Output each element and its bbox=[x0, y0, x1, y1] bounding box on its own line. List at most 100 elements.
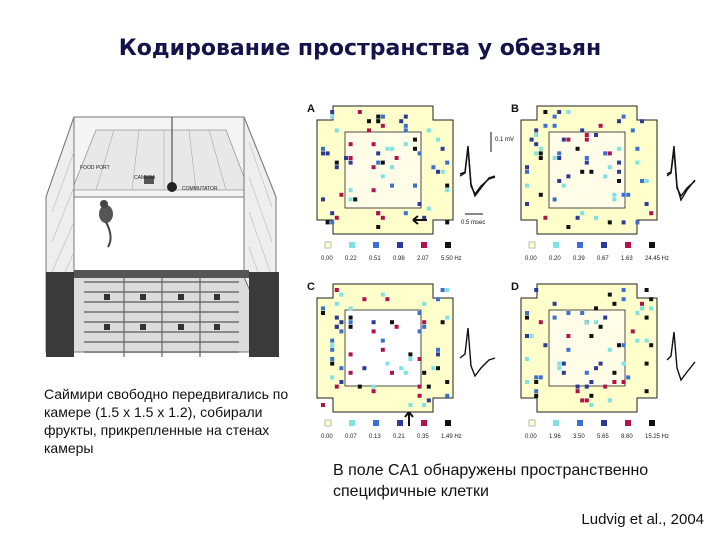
scale-swatch bbox=[553, 242, 559, 248]
firing-pixel bbox=[348, 188, 353, 193]
firing-pixel bbox=[426, 128, 431, 133]
cage-label-commutator: COMMUTATOR bbox=[182, 186, 218, 192]
firing-pixel bbox=[330, 347, 335, 352]
firing-pixel bbox=[339, 380, 344, 384]
scale-swatch bbox=[577, 420, 583, 426]
firing-pixel bbox=[589, 380, 594, 384]
firing-pixel bbox=[330, 220, 335, 225]
citation: Ludvig et al., 2004 bbox=[581, 511, 704, 528]
firing-pixel bbox=[557, 179, 562, 183]
firing-pixel bbox=[561, 361, 566, 366]
firing-pixel bbox=[621, 297, 626, 302]
firing-pixel bbox=[417, 384, 422, 389]
firing-pixel bbox=[330, 338, 335, 343]
firing-pixel bbox=[417, 329, 422, 334]
firing-pixel bbox=[440, 320, 445, 325]
firing-pixel bbox=[394, 156, 399, 160]
firing-pixel bbox=[321, 403, 325, 407]
cage-caption: Саймири свободно передвигались по камере… bbox=[44, 386, 289, 456]
firing-pixel bbox=[543, 215, 548, 220]
scale-label: 0.07 bbox=[345, 434, 357, 440]
firing-pixel bbox=[566, 311, 571, 315]
scale-label: 0.35 bbox=[417, 434, 429, 440]
firing-pixel bbox=[422, 320, 427, 325]
firing-pixel bbox=[584, 133, 589, 137]
firing-pixel bbox=[589, 334, 594, 338]
firing-pixel bbox=[626, 192, 631, 197]
firing-pixel bbox=[534, 151, 539, 156]
firing-pixel bbox=[399, 119, 404, 124]
firing-pixel bbox=[543, 343, 548, 348]
firing-pixel bbox=[621, 361, 626, 366]
firing-pixel bbox=[612, 197, 617, 202]
firing-pixel bbox=[607, 165, 612, 170]
firing-pixel bbox=[534, 375, 539, 380]
firing-pixel bbox=[390, 183, 394, 188]
firing-pixel bbox=[376, 151, 381, 156]
firing-pixel bbox=[589, 169, 594, 174]
scale-label: 1.63 bbox=[621, 256, 633, 262]
firing-pixel bbox=[399, 366, 404, 371]
firing-pixel bbox=[445, 288, 450, 292]
firing-pixel bbox=[403, 370, 408, 375]
firing-pixel bbox=[376, 160, 381, 165]
firing-pixel bbox=[436, 347, 440, 352]
firing-pixel bbox=[534, 389, 539, 394]
firing-pixel bbox=[445, 183, 450, 188]
firing-pixel bbox=[589, 403, 594, 407]
firing-pixel bbox=[334, 324, 339, 329]
arrow-indicator bbox=[404, 411, 414, 426]
firing-pixel bbox=[417, 311, 422, 315]
firing-pixel bbox=[538, 375, 543, 380]
firing-pixel bbox=[640, 306, 644, 311]
firing-pixel bbox=[348, 324, 353, 329]
firing-pixel bbox=[603, 151, 608, 156]
firing-pixel bbox=[538, 146, 543, 151]
firing-pixel bbox=[630, 329, 635, 334]
firing-pixel bbox=[557, 151, 562, 156]
firing-pixel bbox=[445, 393, 450, 398]
firing-pixel bbox=[325, 151, 330, 156]
firing-pixel bbox=[598, 123, 603, 128]
firing-pixel bbox=[607, 347, 612, 352]
firing-pixel bbox=[580, 128, 585, 133]
scale-swatch bbox=[445, 420, 451, 426]
scale-swatch bbox=[649, 420, 655, 426]
firing-pixel bbox=[640, 179, 644, 183]
firing-pixel bbox=[552, 123, 557, 128]
firing-pixel bbox=[525, 165, 529, 170]
firing-pixel bbox=[644, 288, 649, 292]
firing-pixel bbox=[436, 352, 440, 357]
firing-pixel bbox=[644, 315, 649, 320]
cage-label-camera: CAMERA bbox=[134, 175, 156, 181]
firing-pixel bbox=[617, 343, 621, 348]
firing-pixel bbox=[380, 338, 385, 343]
scale-swatch bbox=[528, 419, 536, 427]
firing-pixel bbox=[538, 151, 543, 156]
firing-pixel bbox=[426, 206, 431, 211]
scale-swatch bbox=[553, 420, 559, 426]
firing-pixel bbox=[603, 315, 608, 320]
firing-pixel bbox=[426, 398, 431, 403]
scale-label: 8.60 bbox=[621, 434, 633, 440]
firing-pixel bbox=[552, 114, 557, 119]
firing-pixel bbox=[440, 146, 445, 151]
firing-pixel bbox=[403, 142, 408, 147]
firing-pixel bbox=[445, 160, 450, 165]
firing-pixel bbox=[644, 361, 649, 366]
firing-pixel bbox=[525, 334, 529, 338]
firing-pixel bbox=[422, 403, 427, 407]
scale-label: 1.49 Hz bbox=[441, 434, 462, 440]
firing-pixel bbox=[344, 156, 348, 160]
scale-label: 0.21 bbox=[393, 434, 405, 440]
firing-pixel bbox=[390, 370, 394, 375]
firing-pixel bbox=[417, 151, 422, 156]
firing-pixel bbox=[417, 202, 422, 206]
cage-label-food-port: FOOD PORT bbox=[80, 165, 110, 171]
firing-pixel bbox=[534, 128, 539, 133]
firing-pixel bbox=[534, 142, 539, 147]
firing-pixel bbox=[445, 315, 450, 320]
firing-pixel bbox=[525, 202, 529, 206]
firing-pixel bbox=[617, 146, 621, 151]
firing-pixel bbox=[413, 137, 417, 142]
